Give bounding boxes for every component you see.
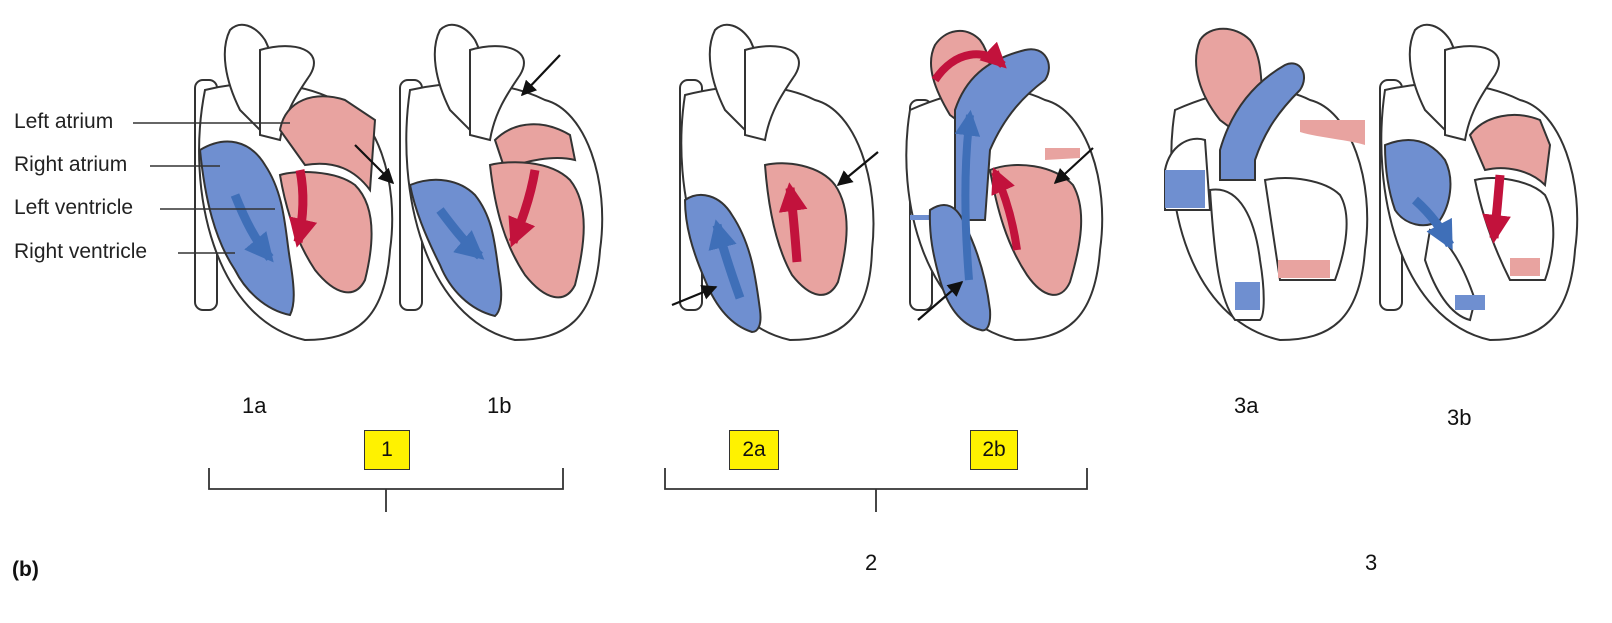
panel-label-1a: 1a	[242, 393, 267, 418]
phase-box-2b: 2b	[970, 430, 1018, 470]
label-leaders	[133, 122, 290, 254]
label-right-ventricle: Right ventricle	[14, 240, 148, 263]
phase-box-2a: 2a	[729, 430, 779, 470]
figure-tag: (b)	[12, 558, 39, 581]
panel-label-3a: 3a	[1234, 393, 1259, 418]
heart-2b	[905, 30, 1104, 342]
group-label-3: 3	[1365, 550, 1378, 575]
heart-3a	[1164, 27, 1369, 342]
label-left-atrium: Left atrium	[14, 110, 114, 133]
label-left-ventricle: Left ventricle	[14, 196, 134, 219]
heart-1b	[399, 23, 604, 342]
phase-brackets	[208, 468, 1088, 512]
heart-3b	[1379, 23, 1579, 342]
heart-1a	[194, 23, 394, 342]
panel-label-1b: 1b	[487, 393, 512, 418]
pressure-arrows	[354, 54, 1094, 321]
label-right-atrium: Right atrium	[14, 153, 128, 176]
heart-2a	[679, 23, 875, 342]
panel-label-3b: 3b	[1447, 405, 1472, 430]
group-label-2: 2	[865, 550, 878, 575]
phase-box-1: 1	[364, 430, 410, 470]
